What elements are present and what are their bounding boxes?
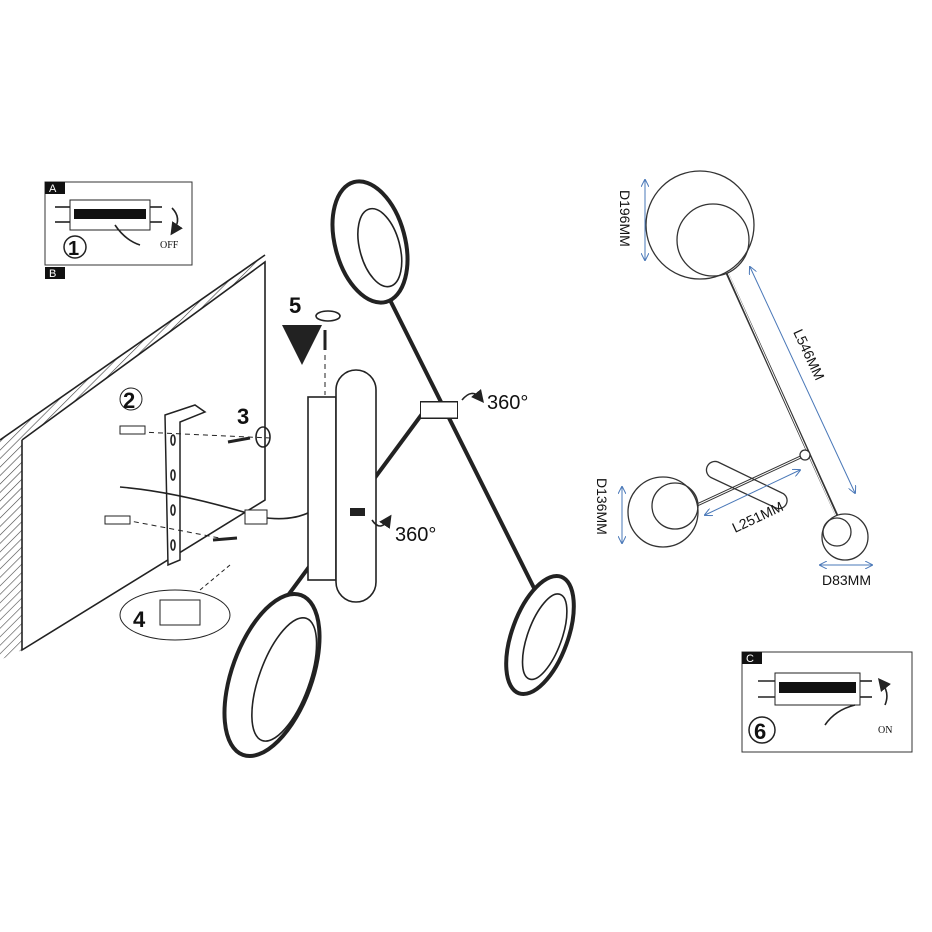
screw-icon [212, 536, 238, 542]
panel-b-label: B [49, 268, 56, 280]
terminal-block [244, 509, 268, 525]
panel-a-label: A [49, 183, 57, 195]
step-2-number: 2 [123, 388, 135, 413]
wall-plug [119, 425, 146, 435]
lamp-fixture [222, 179, 576, 759]
panel-c-label: C [746, 653, 754, 665]
rotation-label-lower: 360° [395, 524, 436, 546]
hand-icon [824, 704, 856, 726]
dimension-drawing [622, 170, 872, 565]
on-label: ON [878, 725, 892, 736]
breaker-icon [55, 199, 162, 231]
wall [0, 254, 266, 660]
screw-icon [227, 436, 251, 444]
wire-connector-detail [119, 564, 231, 641]
off-label: OFF [160, 240, 179, 251]
rotate-down-arrow-icon [170, 207, 183, 236]
wall-plug [104, 515, 131, 525]
dimension-small-diameter: D83MM [822, 572, 871, 588]
mounting-bracket [104, 404, 311, 567]
step-3-number: 3 [237, 404, 249, 429]
step-5-number: 5 [289, 293, 301, 318]
rotate-up-arrow-icon [878, 678, 891, 706]
step-6-number: 6 [754, 719, 766, 744]
rotate-arrow-icon [461, 389, 485, 403]
rotation-label-upper: 360° [487, 392, 528, 414]
dimension-short-arm: L251MM [730, 498, 786, 536]
panel-c-switch-on: C 6 ON [741, 651, 913, 753]
breaker-icon [758, 672, 872, 706]
hand-icon [114, 224, 141, 246]
step-1-number: 1 [68, 238, 79, 260]
rotate-arrow-icon [371, 514, 392, 529]
panel-a-switch-off: A 1 OFF [44, 181, 193, 266]
rotate-screw-icon [315, 310, 341, 322]
dimension-large-diameter: D196MM [617, 190, 633, 247]
dimension-long-arm: L546MM [790, 327, 828, 383]
dimension-medium-diameter: D136MM [594, 478, 610, 535]
step-4-number: 4 [133, 607, 146, 632]
